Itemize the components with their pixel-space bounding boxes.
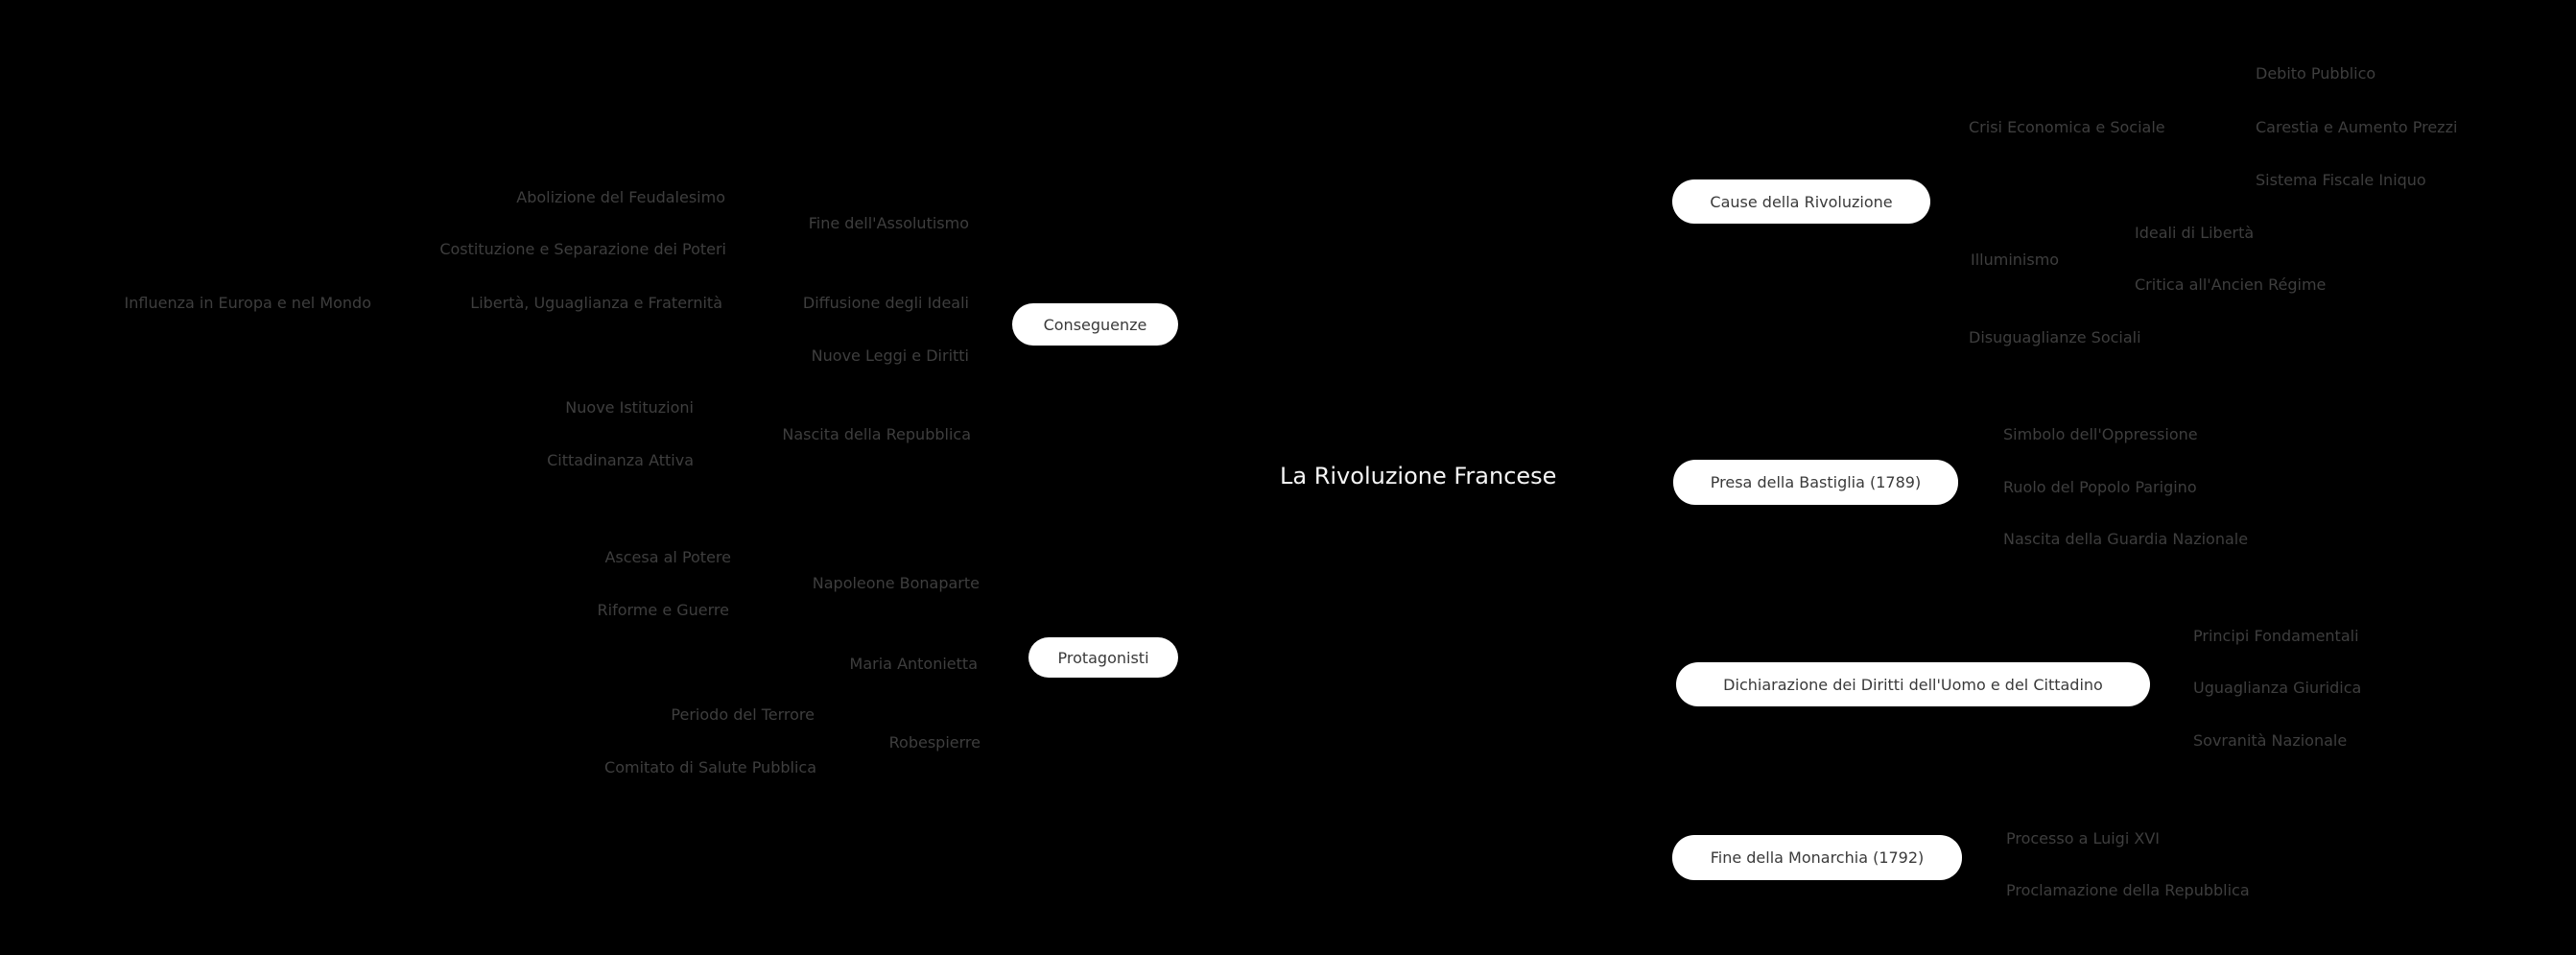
label-nascita-guardia-nazionale[interactable]: Nascita della Guardia Nazionale [2003,530,2249,548]
label-maria-antonietta[interactable]: Maria Antonietta [849,655,978,673]
label-proclamazione-repubblica[interactable]: Proclamazione della Repubblica [2006,881,2250,899]
label-ruolo-popolo-parigino[interactable]: Ruolo del Popolo Parigino [2003,478,2197,496]
label-nuove-istituzioni[interactable]: Nuove Istituzioni [565,398,694,417]
label-riforme-e-guerre[interactable]: Riforme e Guerre [597,601,729,619]
label-fine-assolutismo[interactable]: Fine dell'Assolutismo [808,214,969,232]
label-periodo-del-terrore[interactable]: Periodo del Terrore [671,705,815,724]
node-conseguenze[interactable]: Conseguenze [1012,303,1178,346]
label-liberta-uguaglianza-fraternita[interactable]: Libertà, Uguaglianza e Fraternità [470,294,722,312]
label-critica-ancien-regime[interactable]: Critica all'Ancien Régime [2135,275,2327,294]
label-sistema-fiscale-iniquo[interactable]: Sistema Fiscale Iniquo [2256,171,2426,189]
node-dichiarazione-diritti[interactable]: Dichiarazione dei Diritti dell'Uomo e de… [1676,662,2150,706]
label-influenza-europa-mondo[interactable]: Influenza in Europa e nel Mondo [124,294,371,312]
label-disuguaglianze-sociali[interactable]: Disuguaglianze Sociali [1969,328,2141,346]
label-robespierre[interactable]: Robespierre [888,733,981,752]
label-principi-fondamentali[interactable]: Principi Fondamentali [2193,627,2359,645]
label-debito-pubblico[interactable]: Debito Pubblico [2256,64,2376,83]
label-illuminismo[interactable]: Illuminismo [1971,251,2060,269]
node-presa-della-bastiglia[interactable]: Presa della Bastiglia (1789) [1673,460,1958,505]
label-abolizione-feudalesimo[interactable]: Abolizione del Feudalesimo [516,188,725,206]
label-nuove-leggi-e-diritti[interactable]: Nuove Leggi e Diritti [811,346,969,365]
label-napoleone-bonaparte[interactable]: Napoleone Bonaparte [812,574,980,592]
node-fine-della-monarchia[interactable]: Fine della Monarchia (1792) [1672,835,1962,880]
label-cittadinanza-attiva[interactable]: Cittadinanza Attiva [547,451,694,469]
label-simbolo-oppressione[interactable]: Simbolo dell'Oppressione [2003,425,2198,443]
label-costituzione-separazione-poteri[interactable]: Costituzione e Separazione dei Poteri [439,240,726,258]
label-crisi-economica-e-sociale[interactable]: Crisi Economica e Sociale [1969,118,2165,136]
node-protagonisti[interactable]: Protagonisti [1028,637,1178,678]
label-carestia-e-aumento-prezzi[interactable]: Carestia e Aumento Prezzi [2256,118,2458,136]
label-diffusione-ideali[interactable]: Diffusione degli Ideali [802,294,969,312]
label-sovranita-nazionale[interactable]: Sovranità Nazionale [2193,731,2348,750]
label-ideali-di-liberta[interactable]: Ideali di Libertà [2135,224,2255,242]
label-processo-a-luigi-xvi[interactable]: Processo a Luigi XVI [2006,829,2160,848]
label-nascita-repubblica[interactable]: Nascita della Repubblica [782,425,971,443]
label-comitato-salute-pubblica[interactable]: Comitato di Salute Pubblica [604,758,816,776]
label-uguaglianza-giuridica[interactable]: Uguaglianza Giuridica [2193,679,2362,697]
node-cause-della-rivoluzione[interactable]: Cause della Rivoluzione [1672,179,1930,224]
label-ascesa-al-potere[interactable]: Ascesa al Potere [604,548,731,566]
root-node[interactable]: La Rivoluzione Francese [1280,463,1557,489]
